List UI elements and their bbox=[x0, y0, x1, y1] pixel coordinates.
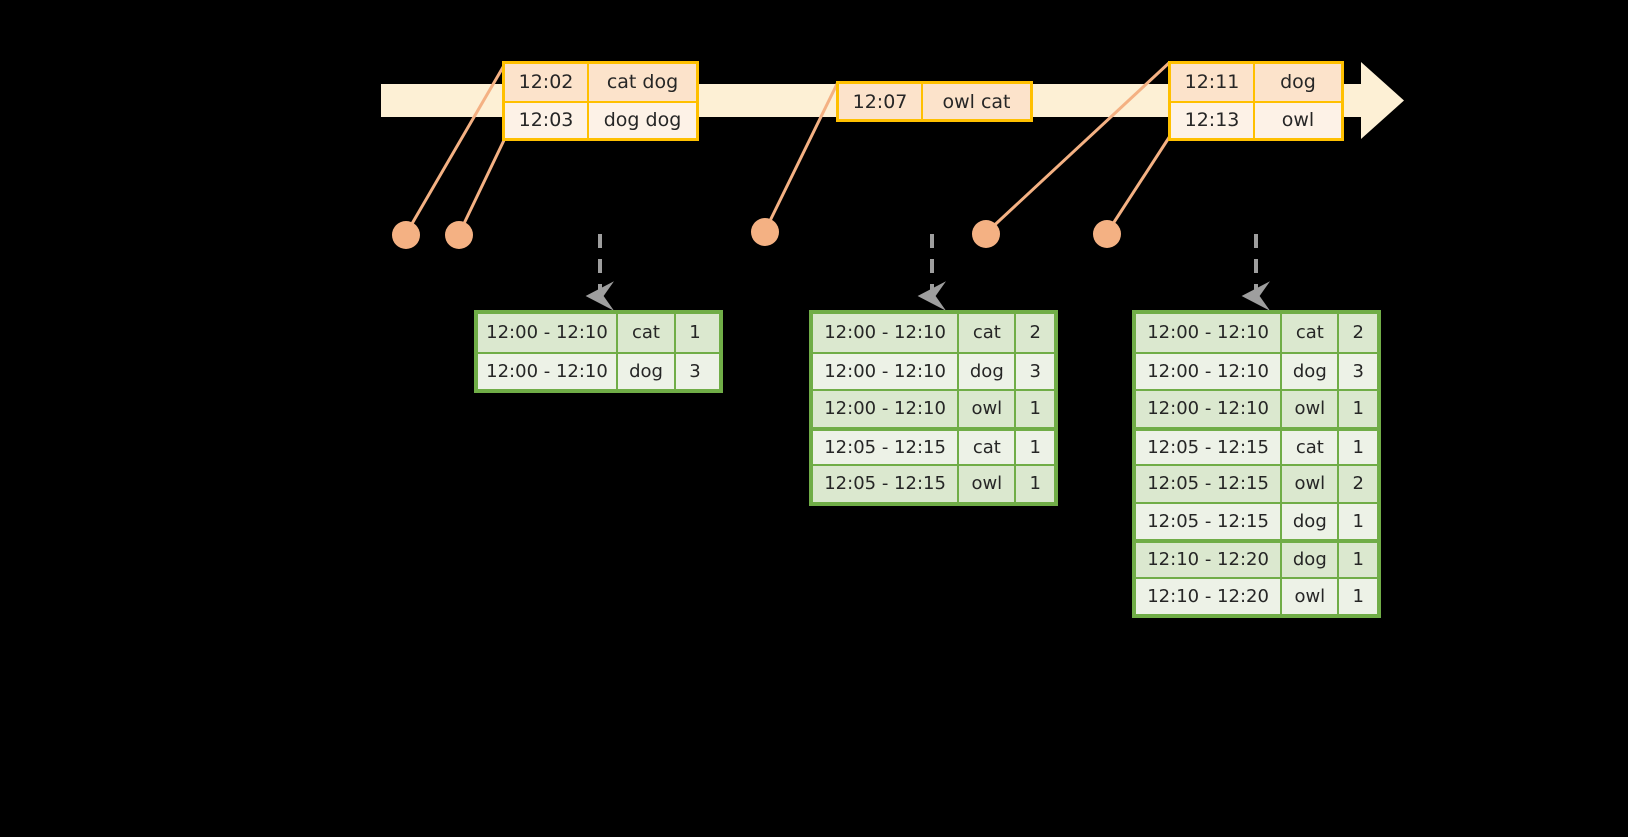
word-cell: cat bbox=[959, 314, 1017, 352]
window-cell: 12:00 - 12:10 bbox=[1136, 314, 1283, 352]
count-cell: 1 bbox=[689, 322, 701, 344]
count-cell: 2 bbox=[1352, 322, 1364, 344]
word-cell: owl bbox=[959, 466, 1017, 502]
table-row[interactable]: 12:10 - 12:20 owl 1 bbox=[1136, 576, 1377, 614]
table-row[interactable]: 12:05 - 12:15 dog 1 bbox=[1136, 501, 1377, 539]
result-table-2[interactable]: 12:00 - 12:10 cat 2 12:00 - 12:10 dog 3 … bbox=[809, 310, 1058, 506]
window-cell: 12:00 - 12:10 bbox=[1136, 391, 1283, 427]
word-cell: dog bbox=[959, 353, 1017, 389]
word-cell: owl bbox=[1282, 578, 1340, 614]
window-cell: 12:00 - 12:10 bbox=[813, 314, 960, 352]
result-table-1[interactable]: 12:00 - 12:10 cat 1 12:00 - 12:10 dog 3 bbox=[474, 310, 723, 393]
event-row[interactable]: 12:02 cat dog bbox=[505, 64, 696, 101]
event-words: dog bbox=[1280, 71, 1316, 94]
event-time: 12:02 bbox=[505, 64, 589, 101]
dot-1 bbox=[392, 221, 420, 249]
table-row[interactable]: 12:00 - 12:10 owl 1 bbox=[1136, 389, 1377, 427]
count-cell: 1 bbox=[1352, 436, 1364, 458]
window-cell: 12:05 - 12:15 bbox=[813, 430, 960, 464]
event-time: 12:03 bbox=[505, 102, 589, 138]
event-words: owl cat bbox=[942, 90, 1011, 113]
table-row[interactable]: 12:00 - 12:10 cat 2 bbox=[813, 314, 1054, 352]
event-words: owl bbox=[1281, 109, 1315, 132]
count-cell: 2 bbox=[1352, 473, 1364, 495]
event-words: cat dog bbox=[606, 71, 679, 94]
count-cell: 1 bbox=[1352, 549, 1364, 571]
event-row[interactable]: 12:07 owl cat bbox=[839, 84, 1030, 119]
count-cell: 2 bbox=[1029, 322, 1041, 344]
count-cell: 1 bbox=[1029, 436, 1041, 458]
window-cell: 12:05 - 12:15 bbox=[1136, 503, 1283, 539]
word-cell: owl bbox=[1282, 466, 1340, 502]
word-cell: owl bbox=[959, 391, 1017, 427]
event-time: 12:11 bbox=[1171, 64, 1255, 101]
table-row[interactable]: 12:00 - 12:10 owl 1 bbox=[813, 389, 1054, 427]
count-cell: 1 bbox=[1029, 398, 1041, 420]
table-row[interactable]: 12:10 - 12:20 dog 1 bbox=[1136, 539, 1377, 577]
word-cell: dog bbox=[1282, 353, 1340, 389]
word-cell: owl bbox=[1282, 391, 1340, 427]
event-time: 12:07 bbox=[839, 84, 923, 119]
count-cell: 1 bbox=[1029, 473, 1041, 495]
count-cell: 1 bbox=[1352, 398, 1364, 420]
word-cell: dog bbox=[618, 353, 676, 389]
count-cell: 3 bbox=[1352, 360, 1364, 382]
dot-5 bbox=[1093, 220, 1121, 248]
table-row[interactable]: 12:05 - 12:15 owl 2 bbox=[1136, 464, 1377, 502]
event-dots bbox=[392, 218, 1121, 249]
table-row[interactable]: 12:05 - 12:15 cat 1 bbox=[1136, 426, 1377, 464]
word-cell: cat bbox=[1282, 430, 1340, 464]
window-cell: 12:10 - 12:20 bbox=[1136, 578, 1283, 614]
count-cell: 1 bbox=[1352, 510, 1364, 532]
event-time: 12:13 bbox=[1171, 102, 1255, 138]
dot-4 bbox=[972, 220, 1000, 248]
event-row[interactable]: 12:13 owl bbox=[1171, 100, 1341, 138]
event-group-1[interactable]: 12:02 cat dog 12:03 dog dog bbox=[502, 61, 699, 141]
window-cell: 12:00 - 12:10 bbox=[478, 314, 618, 352]
table-row[interactable]: 12:05 - 12:15 owl 1 bbox=[813, 464, 1054, 502]
event-row[interactable]: 12:11 dog bbox=[1171, 64, 1341, 101]
count-cell: 3 bbox=[1029, 360, 1041, 382]
event-group-2[interactable]: 12:07 owl cat bbox=[836, 81, 1033, 122]
event-row[interactable]: 12:03 dog dog bbox=[505, 100, 696, 138]
word-cell: cat bbox=[618, 314, 676, 352]
word-cell: dog bbox=[1282, 503, 1340, 539]
table-row[interactable]: 12:05 - 12:15 cat 1 bbox=[813, 426, 1054, 464]
table-row[interactable]: 12:00 - 12:10 cat 1 bbox=[478, 314, 719, 352]
table-row[interactable]: 12:00 - 12:10 dog 3 bbox=[1136, 351, 1377, 389]
word-cell: cat bbox=[1282, 314, 1340, 352]
window-cell: 12:05 - 12:15 bbox=[1136, 430, 1283, 464]
word-cell: cat bbox=[959, 430, 1017, 464]
window-cell: 12:00 - 12:10 bbox=[813, 391, 960, 427]
table-row[interactable]: 12:00 - 12:10 dog 3 bbox=[478, 351, 719, 389]
dot-2 bbox=[445, 221, 473, 249]
table-row[interactable]: 12:00 - 12:10 cat 2 bbox=[1136, 314, 1377, 352]
window-cell: 12:05 - 12:15 bbox=[813, 466, 960, 502]
word-cell: dog bbox=[1282, 543, 1340, 577]
count-cell: 3 bbox=[689, 360, 701, 382]
count-cell: 1 bbox=[1352, 585, 1364, 607]
dashed-arrows bbox=[585, 234, 1270, 311]
event-words: dog dog bbox=[603, 109, 682, 132]
result-table-3[interactable]: 12:00 - 12:10 cat 2 12:00 - 12:10 dog 3 … bbox=[1132, 310, 1381, 618]
window-cell: 12:00 - 12:10 bbox=[1136, 353, 1283, 389]
window-cell: 12:05 - 12:15 bbox=[1136, 466, 1283, 502]
window-cell: 12:10 - 12:20 bbox=[1136, 543, 1283, 577]
window-cell: 12:00 - 12:10 bbox=[478, 353, 618, 389]
event-group-3[interactable]: 12:11 dog 12:13 owl bbox=[1168, 61, 1344, 141]
table-row[interactable]: 12:00 - 12:10 dog 3 bbox=[813, 351, 1054, 389]
window-cell: 12:00 - 12:10 bbox=[813, 353, 960, 389]
dot-3 bbox=[751, 218, 779, 246]
